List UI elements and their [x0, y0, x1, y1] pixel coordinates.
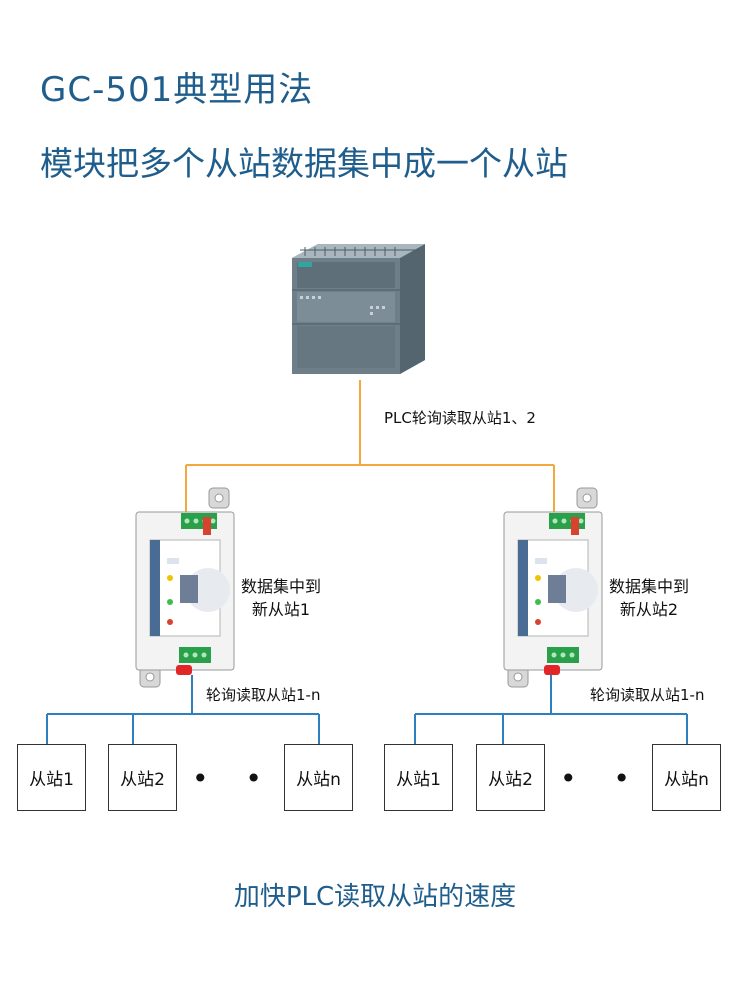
gc501-module-1	[135, 487, 235, 688]
page-subtitle: 模块把多个从站数据集中成一个从站	[40, 144, 568, 183]
plc-link-label: PLC轮询读取从站1、2	[384, 409, 536, 427]
plc-device	[292, 244, 425, 374]
rs485-bus-2	[414, 675, 688, 744]
module-1-label-line2: 新从站1	[251, 600, 311, 619]
page-title: GC-501典型用法	[40, 70, 314, 110]
slave-station-1-n: 从站n	[284, 744, 353, 811]
slave-station-1-2: 从站2	[108, 744, 177, 811]
slave-station-2-2: 从站2	[476, 744, 545, 811]
rs485-bus-1	[46, 675, 320, 744]
module-2-label-line2: 新从站2	[619, 600, 679, 619]
module-2-poll-label: 轮询读取从站1-n	[590, 686, 705, 704]
module-2-label: 数据集中到 新从站2	[604, 575, 694, 621]
slave-station-2-n: 从站n	[652, 744, 721, 811]
module-1-poll-label: 轮询读取从站1-n	[206, 686, 321, 704]
module-1-label-line1: 数据集中到	[240, 577, 321, 596]
slave-station-1-1: 从站1	[17, 744, 86, 811]
plc-bus	[185, 380, 555, 518]
module-1-label: 数据集中到 新从站1	[236, 575, 326, 621]
module-2-label-line1: 数据集中到	[608, 577, 689, 596]
slave-station-2-1: 从站1	[384, 744, 453, 811]
footer-caption: 加快PLC读取从站的速度	[233, 882, 517, 912]
gc501-module-2	[503, 487, 603, 688]
